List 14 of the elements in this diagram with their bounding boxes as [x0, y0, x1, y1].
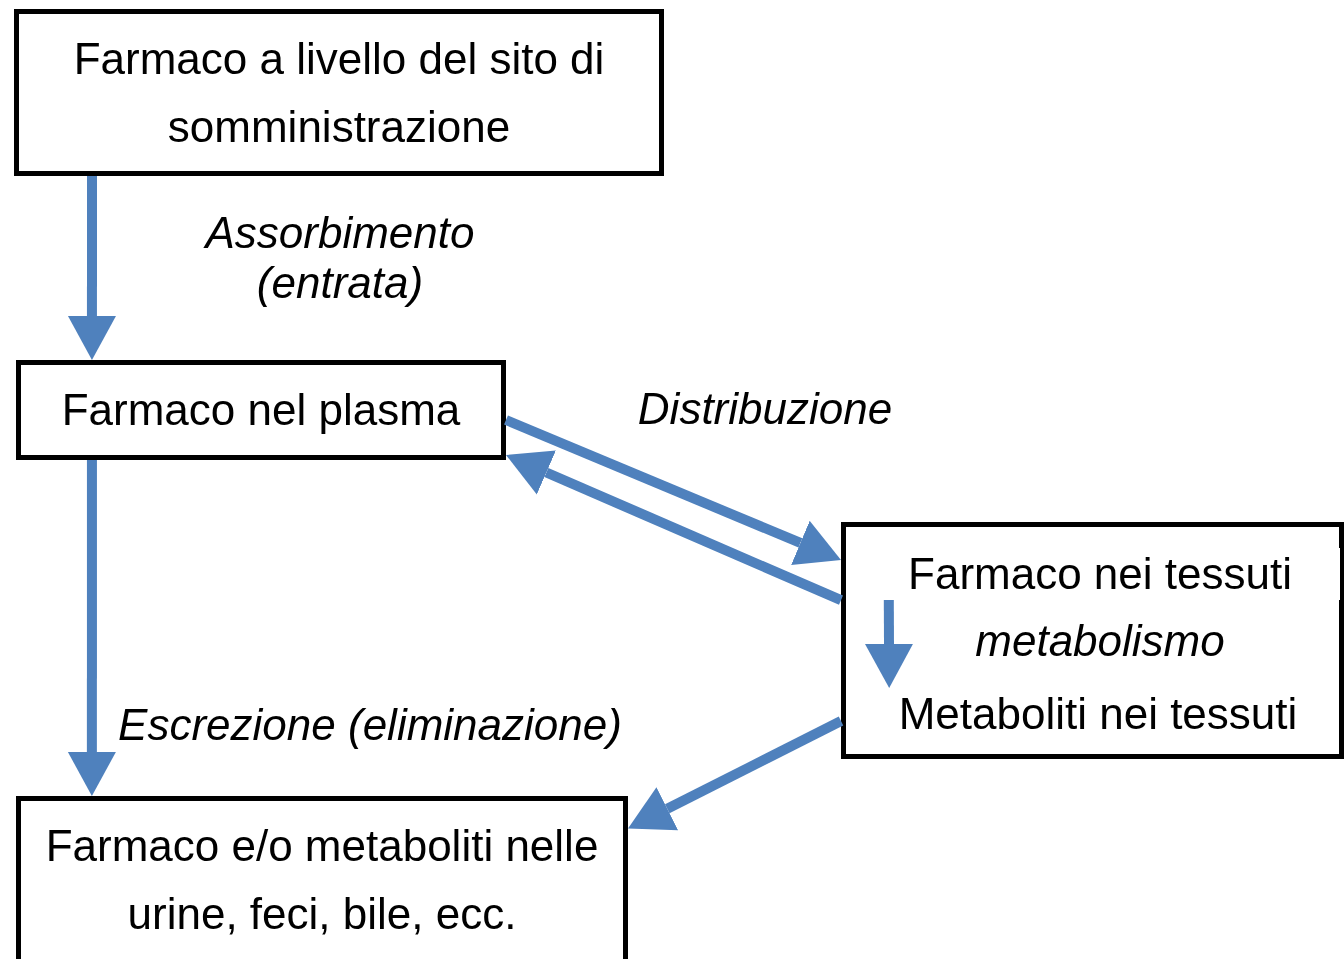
arrow — [628, 716, 844, 831]
process-box: Farmaco nel plasma — [16, 360, 506, 460]
edge-label: Assorbimento (entrata) — [202, 208, 476, 308]
edge-label: Distribuzione — [636, 384, 894, 434]
arrow — [865, 600, 913, 688]
arrow — [504, 415, 841, 566]
arrow — [67, 460, 116, 796]
box-shape — [841, 522, 1344, 759]
arrow — [506, 450, 843, 605]
edge-label: metabolismo — [974, 616, 1226, 666]
arrow — [67, 176, 116, 360]
process-box: Farmaco a livello del sito di somministrazione — [14, 9, 664, 176]
process-box: Farmaco e/o metaboliti nelle urine, feci, bile, ecc. — [16, 796, 628, 959]
edge-label: Escrezione (eliminazione) — [117, 700, 623, 750]
